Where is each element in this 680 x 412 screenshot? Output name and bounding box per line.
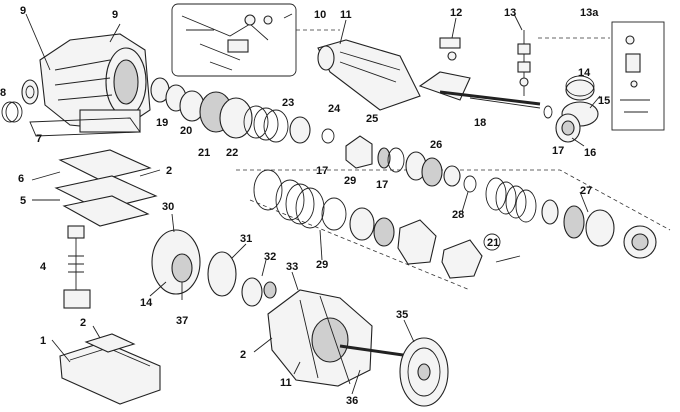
leader-lines — [25, 13, 601, 395]
callout-36: 36 — [346, 395, 358, 407]
parts-12 — [439, 37, 461, 61]
callout-37: 37 — [176, 315, 188, 327]
callout-5: 6 — [18, 173, 24, 185]
callout-20: 20 — [180, 125, 192, 137]
ring-set-left — [1, 101, 23, 123]
linkage-parts — [181, 14, 273, 71]
callout-2-c: 2 — [240, 349, 246, 361]
callout-19: 19 — [156, 117, 168, 129]
callout-16: 16 — [584, 147, 596, 159]
callout-11-top: 11 — [340, 9, 352, 21]
reaction-plate-31 — [151, 229, 201, 295]
parts-13-stack — [517, 30, 531, 96]
governor-inset-contents — [620, 35, 650, 113]
callout-13a: 13a — [580, 7, 599, 19]
callout-4: 5 — [20, 195, 26, 207]
callout-35: 35 — [396, 309, 408, 321]
callout-9: 9 — [112, 9, 118, 21]
callout-labels: 9 9 10 11 12 13 13a 8 7 19 20 21 22 23 2… — [0, 5, 610, 407]
callout-22: 22 — [226, 147, 238, 159]
callout-24: 24 — [328, 103, 341, 115]
transmission-case — [39, 33, 151, 133]
governor-14 — [565, 75, 595, 101]
callout-1: 1 — [40, 335, 46, 347]
callout-13: 13 — [504, 7, 516, 19]
callout-17-a: 17 — [316, 165, 328, 177]
callout-6: 7 — [36, 133, 42, 145]
callout-14-right: 14 — [578, 67, 591, 79]
pan-gasket-6 — [29, 117, 141, 137]
parts-32-33 — [207, 251, 277, 307]
callout-17-b: 17 — [376, 179, 388, 191]
callout-34: 33 — [286, 261, 298, 273]
inset-box-linkage — [171, 3, 297, 77]
callout-30: 29 — [316, 259, 328, 271]
callout-32: 31 — [240, 233, 252, 245]
seal-7 — [21, 79, 39, 105]
callout-3: 4 — [40, 261, 47, 273]
callout-26: 26 — [430, 139, 442, 151]
callout-17-c: 17 — [552, 145, 564, 157]
torque-converter — [339, 337, 449, 407]
clutch-row-upper — [150, 77, 391, 169]
callout-31: 30 — [162, 201, 174, 213]
callout-2-a: 2 — [166, 165, 172, 177]
clutch-row-27 — [485, 177, 657, 259]
callout-10: 10 — [314, 9, 326, 21]
inset-box-governor — [611, 21, 665, 131]
callout-18: 18 — [474, 117, 486, 129]
callout-27: 27 — [580, 185, 592, 197]
callout-8: 9 — [20, 5, 26, 17]
planetary-row-26 — [387, 147, 477, 193]
callout-11-bottom: 11 — [280, 377, 292, 389]
callout-2-b: 2 — [80, 317, 86, 329]
converter-housing — [267, 289, 373, 387]
callout-33: 32 — [264, 251, 276, 263]
dashed-connector-lower — [249, 199, 471, 291]
callout-29: 29 — [344, 175, 356, 187]
callout-14-left: 14 — [140, 297, 153, 309]
callout-28: 28 — [452, 209, 464, 221]
dashed-connector-middle — [236, 169, 671, 231]
extension-housing — [317, 39, 421, 111]
callout-15: 15 — [598, 95, 610, 107]
callout-12: 12 — [450, 7, 462, 19]
callout-7: 8 — [0, 87, 6, 99]
callout-25: 25 — [366, 113, 378, 125]
valve-body-stack — [54, 149, 158, 309]
clutch-row-30 — [253, 169, 521, 279]
callout-21-top: 21 — [198, 147, 210, 159]
callout-21-circled: 21 — [487, 237, 499, 249]
callout-23: 23 — [282, 97, 294, 109]
output-shaft — [418, 71, 541, 109]
filter-2 — [84, 333, 136, 353]
governor-16-17 — [543, 105, 581, 143]
